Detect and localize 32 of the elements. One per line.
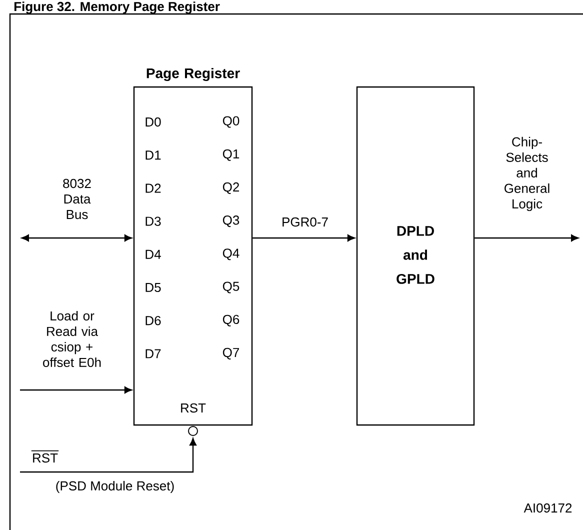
pin-label: D1 [146,150,161,160]
logic-box: DPLD and GPLD [356,86,475,426]
edge-label: Load or Read via csiop + offset E0h [43,310,101,368]
pin-label: D5 [146,282,161,292]
pin-label: D2 [146,184,161,193]
figure-code: AI09172 [524,503,572,513]
pin-label: Q5 [222,282,240,294]
edge-label: PGR0-7 [282,217,328,227]
pin-label: Q1 [222,149,240,161]
signal-label: RST [33,453,58,463]
pin-label: D7 [146,349,161,358]
pin-label: Q7 [222,348,240,360]
edge-label: Chip-Selects and General Logic [504,136,550,212]
arrow [20,386,132,394]
pin-label: D0 [146,117,161,127]
pin-label: D6 [146,316,161,326]
arrow [20,438,196,473]
node-label: Page Register [146,68,240,82]
arrow [22,234,132,242]
signal-note: (PSD Module Reset) [56,480,174,494]
pin-label: Q0 [222,116,240,128]
pin-label: Q6 [222,314,240,326]
pin-label: RST [181,403,206,413]
figure-title: Figure 32. Memory Page Register [14,2,220,14]
arrow [252,234,355,242]
pin-label: Q2 [222,182,240,194]
pin-label: Q3 [222,216,240,228]
pin-label: D4 [146,250,161,259]
edge-label: 8032 Data Bus [63,178,91,220]
pin-label: Q4 [222,248,240,260]
pin-label: D3 [146,216,161,226]
arrow [474,234,578,242]
